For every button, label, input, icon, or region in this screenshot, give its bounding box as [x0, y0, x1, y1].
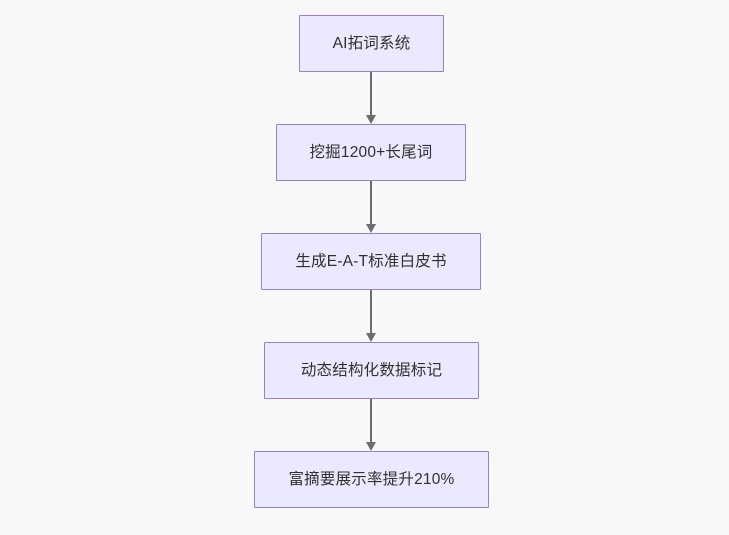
flowchart-node-label: 生成E-A-T标准白皮书 [295, 252, 447, 270]
flowchart-node-n1[interactable]: AI拓词系统 [299, 15, 444, 72]
arrowhead-icon [366, 442, 376, 451]
arrowhead-icon [366, 333, 376, 342]
edge-n2-to-n3 [366, 181, 376, 233]
flowchart-node-n4[interactable]: 动态结构化数据标记 [264, 342, 479, 399]
flowchart-node-label: 挖掘1200+长尾词 [309, 143, 433, 161]
arrowhead-icon [366, 115, 376, 124]
edge-n3-to-n4 [366, 290, 376, 342]
flowchart-node-n3[interactable]: 生成E-A-T标准白皮书 [261, 233, 481, 290]
edge-n4-to-n5 [366, 399, 376, 451]
arrowhead-icon [366, 224, 376, 233]
flowchart-node-label: AI拓词系统 [332, 34, 411, 52]
flowchart-node-label: 富摘要展示率提升210% [288, 470, 455, 488]
flowchart-node-label: 动态结构化数据标记 [300, 361, 443, 379]
flowchart-node-n2[interactable]: 挖掘1200+长尾词 [276, 124, 466, 181]
flowchart-node-n5[interactable]: 富摘要展示率提升210% [254, 451, 489, 508]
edge-n1-to-n2 [366, 72, 376, 124]
